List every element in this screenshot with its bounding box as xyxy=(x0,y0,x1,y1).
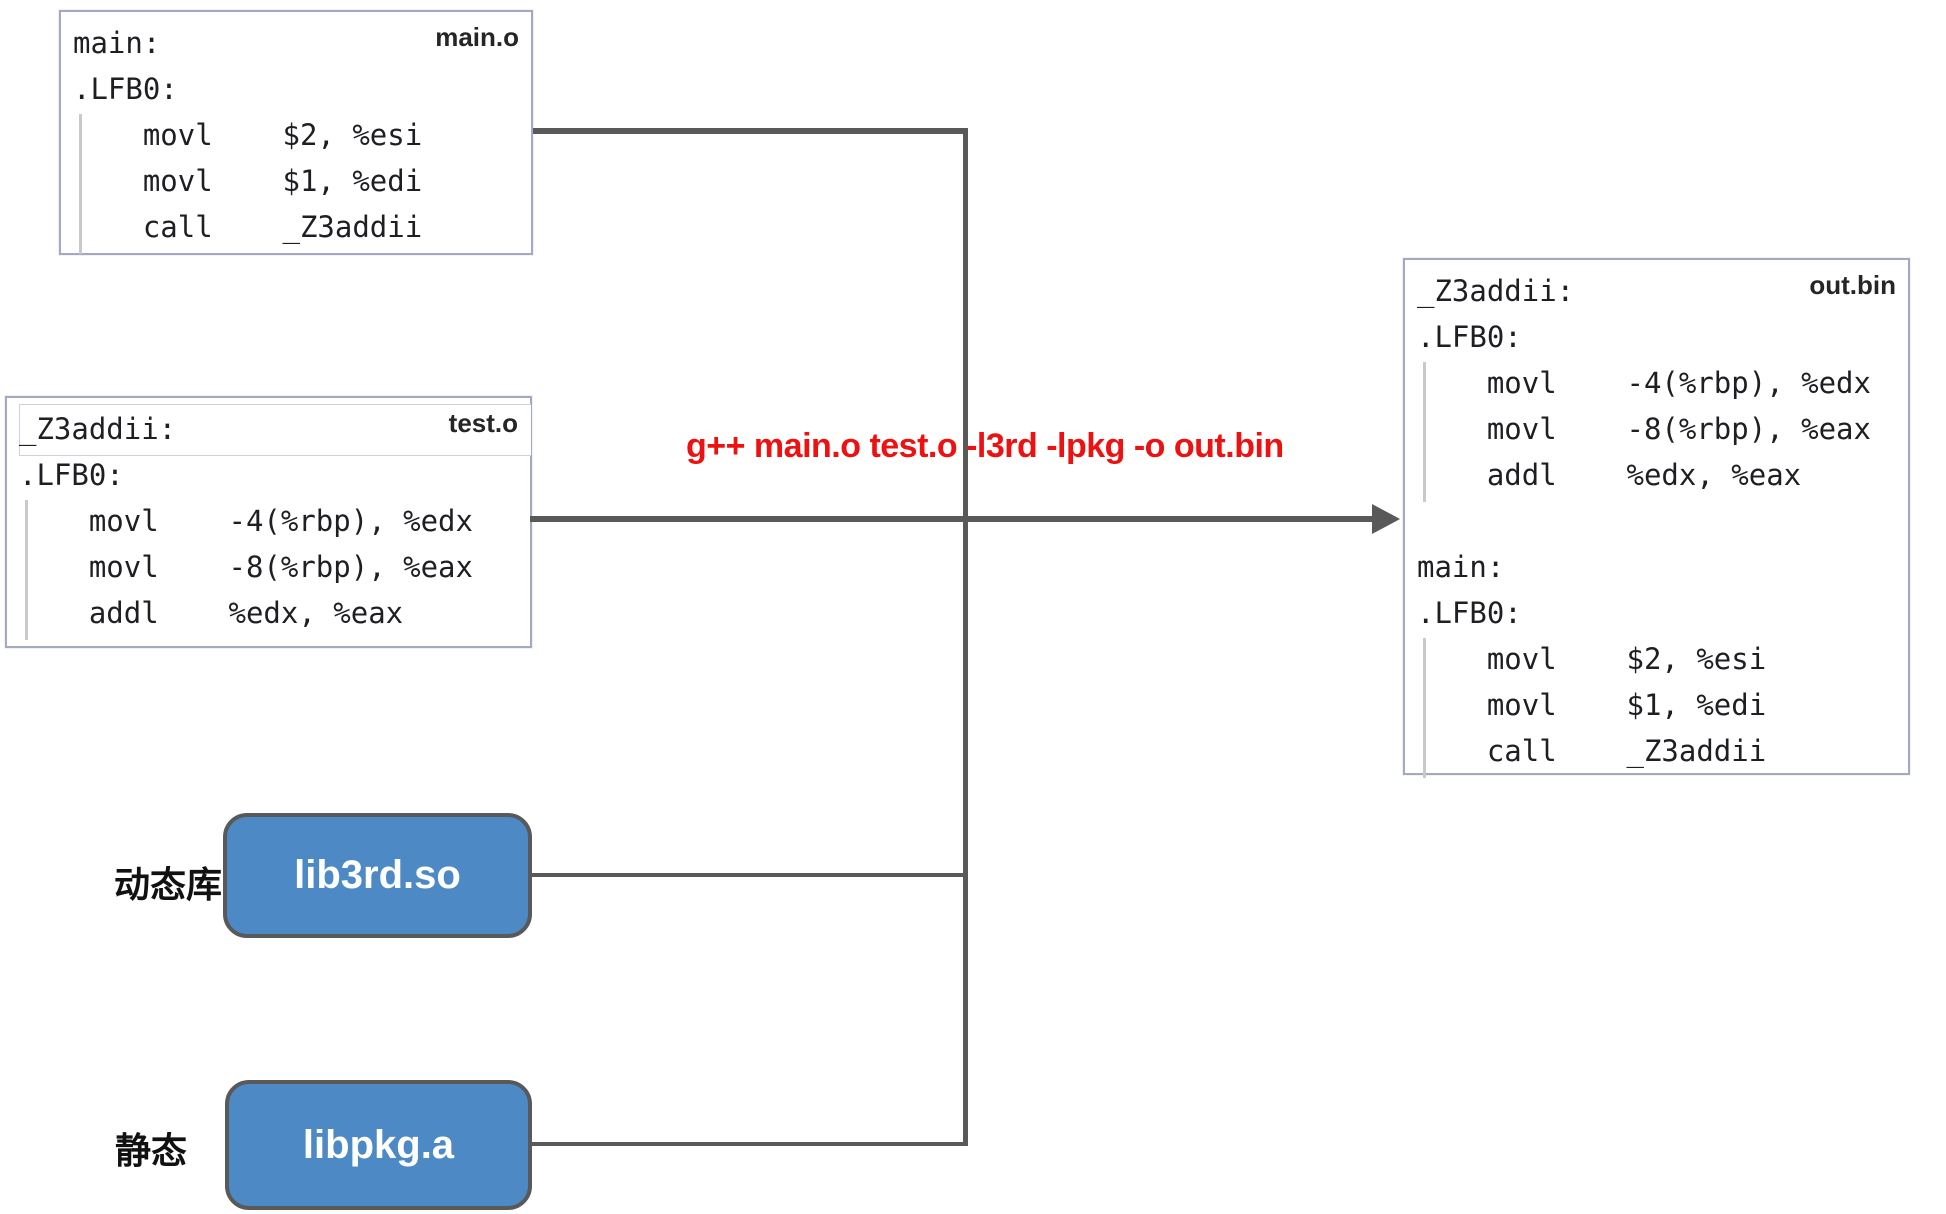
indent-guide-line xyxy=(25,500,28,640)
asm-box-main-o: main.o main: .LFB0: movl $2, %esi movl $… xyxy=(59,10,533,255)
test-o-filename-label: test.o xyxy=(448,408,518,438)
overlap-strip xyxy=(19,404,531,456)
main-o-assembly-code: main: .LFB0: movl $2, %esi movl $1, %edi… xyxy=(73,26,423,244)
connector-link-arrow-line xyxy=(530,516,1374,522)
out-bin-filename-label: out.bin xyxy=(1809,270,1896,300)
libpkg-a-shape: libpkg.a xyxy=(225,1080,532,1210)
connector-lib3rd-line xyxy=(530,873,967,877)
asm-box-test-o: test.o _Z3addii: .LFB0: movl -4(%rbp), %… xyxy=(5,396,532,648)
indent-guide-line xyxy=(79,114,82,254)
asm-box-out-bin: out.bin _Z3addii: .LFB0: movl -4(%rbp), … xyxy=(1403,258,1910,778)
static-library-label: 静态 xyxy=(115,1130,188,1171)
connector-vertical-bus xyxy=(963,128,968,1146)
out-bin-assembly-code: _Z3addii: .LFB0: movl -4(%rbp), %edx mov… xyxy=(1417,274,1871,768)
lib3rd-so-name: lib3rd.so xyxy=(294,853,461,897)
connector-libpkg-line xyxy=(530,1142,967,1146)
dynamic-library-label: 动态库 xyxy=(114,864,223,905)
main-o-filename-label: main.o xyxy=(435,22,519,52)
lib3rd-so-shape: lib3rd.so xyxy=(223,813,532,938)
connector-main-o-line xyxy=(533,128,968,134)
test-o-assembly-code: _Z3addii: .LFB0: movl -4(%rbp), %edx mov… xyxy=(19,412,473,630)
gcc-link-command: g++ main.o test.o -l3rd -lpkg -o out.bin xyxy=(686,427,1284,465)
libpkg-a-name: libpkg.a xyxy=(302,1122,455,1167)
indent-guide-line xyxy=(1423,362,1426,502)
arrow-head-icon xyxy=(1372,504,1400,534)
indent-guide-line xyxy=(1423,638,1426,778)
